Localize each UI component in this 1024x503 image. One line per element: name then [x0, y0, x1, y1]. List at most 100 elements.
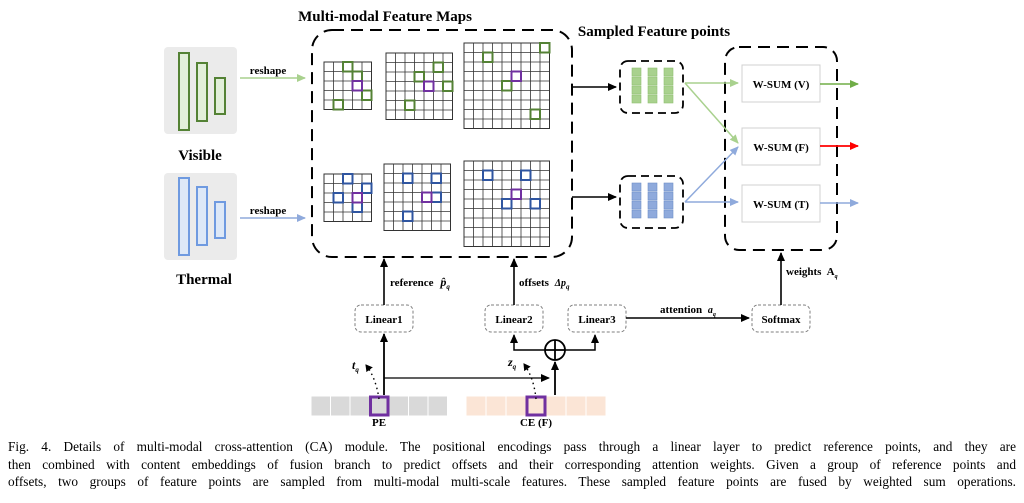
sampling-point [332, 192, 344, 204]
weights-label: weights Aq [786, 266, 838, 280]
add-to-linear3-arrow [565, 334, 599, 351]
sampled-feature-cell [647, 85, 658, 95]
feature-bar-icon [214, 77, 226, 115]
wsum-t-node: W-SUM (T) [741, 184, 821, 223]
thermal-label: Thermal [176, 272, 232, 288]
feature-bar-icon [196, 62, 208, 122]
caption-line: offsets, two groups of feature points ar… [8, 474, 1016, 489]
embedding-cell [369, 395, 390, 417]
linear2-node: Linear2 [484, 304, 544, 333]
feature-map-grid [323, 173, 373, 222]
edge-visible-to-wsum-f [684, 82, 739, 144]
feature-map-grid [383, 163, 451, 231]
feature-map-grid [463, 42, 551, 129]
reshape-label-thermal: reshape [250, 205, 287, 217]
sampling-point [482, 169, 494, 181]
feature-bar-icon [178, 52, 190, 131]
reference-point [351, 192, 363, 204]
softmax-node: Softmax [751, 304, 811, 333]
reshape-label-visible: reshape [250, 65, 287, 77]
feature-map-grid [323, 61, 373, 111]
sampled-feature-cell [631, 67, 642, 77]
thermal-encoder [164, 173, 237, 260]
ce-label: CE (F) [520, 417, 552, 429]
embedding-cell [349, 395, 370, 417]
sampled-feature-cell [663, 67, 674, 77]
softmax-label: Softmax [761, 314, 801, 326]
linear1-node: Linear1 [354, 304, 414, 333]
feature-map-grids [323, 42, 551, 247]
sampling-point [539, 42, 551, 54]
sampled-points-title: Sampled Feature points [578, 24, 730, 40]
sampling-point [342, 173, 354, 185]
reference-label: reference p̂q [390, 275, 450, 291]
linear2-label: Linear2 [495, 314, 533, 326]
wsum-v-label: W-SUM (V) [753, 79, 810, 91]
embedding-cell [545, 395, 567, 417]
sampled-feature-cell [647, 191, 658, 201]
linear1-label: Linear1 [365, 314, 402, 326]
sampling-point [413, 71, 425, 83]
visible-label: Visible [178, 148, 222, 164]
sampled-feature-cell [663, 191, 674, 201]
caption-line: then combined with content embeddings of… [8, 456, 1016, 472]
sampled-feature-cell [631, 76, 642, 86]
wsum-t-label: W-SUM (T) [753, 199, 809, 211]
zq-label: zq [507, 355, 517, 371]
offsets-label: offsets Δpq [519, 277, 570, 291]
sampling-point [332, 99, 344, 111]
feature-bar-icon [196, 186, 208, 246]
add-operator-icon [544, 339, 566, 361]
wsum-container [724, 46, 838, 251]
sampled-feature-cell [663, 200, 674, 210]
embedding-cell [585, 395, 607, 417]
reference-point [510, 70, 522, 82]
sampled-feature-cell [663, 85, 674, 95]
sampling-point [361, 89, 373, 101]
sampled-feature-cell [647, 182, 658, 192]
feature-map-grid [463, 160, 550, 247]
sampled-thermal-container [619, 175, 684, 229]
sampled-feature-cell [647, 67, 658, 77]
sampled-feature-cell [663, 209, 674, 219]
wsum-f-label: W-SUM (F) [753, 142, 809, 154]
query-highlight [525, 395, 547, 417]
edge-thermal-to-wsum-f [684, 146, 739, 203]
sampled-points [631, 67, 674, 219]
sampled-feature-cell [663, 76, 674, 86]
sampling-point [529, 108, 541, 120]
tq-dotted-arrow [365, 364, 380, 400]
sampling-point [402, 210, 414, 222]
sampled-feature-cell [631, 209, 642, 219]
sampled-feature-cell [647, 76, 658, 86]
feature-maps-container [311, 29, 573, 258]
wsum-v-node: W-SUM (V) [741, 64, 821, 103]
positional-embedding-strip [310, 395, 448, 417]
reference-point [351, 80, 363, 92]
embedding-cell [388, 395, 409, 417]
content-embedding-strip [465, 395, 607, 417]
pe-label: PE [372, 417, 386, 429]
linear3-label: Linear3 [578, 314, 616, 326]
sampling-point [501, 198, 513, 210]
sampling-point [402, 172, 414, 184]
embedding-cell [330, 395, 351, 417]
visible-encoder [164, 47, 237, 134]
sampling-point [361, 182, 373, 194]
embedding-cell [565, 395, 587, 417]
caption-line: Fig. 4. Details of multi-modal cross-att… [8, 439, 1016, 454]
linear3-node: Linear3 [567, 304, 627, 333]
embedding-cell [505, 395, 527, 417]
sampled-feature-cell [631, 191, 642, 201]
sampled-feature-cell [631, 182, 642, 192]
embedding-cell [427, 395, 448, 417]
sampled-feature-cell [647, 94, 658, 104]
tq-label: tq [352, 358, 359, 374]
sampling-point [404, 99, 416, 111]
reference-point [510, 188, 522, 200]
sampled-feature-cell [631, 200, 642, 210]
add-to-linear2-arrow [510, 334, 545, 351]
embedding-cell [465, 395, 487, 417]
query-highlight [369, 395, 390, 417]
sampled-visible-container [619, 60, 684, 114]
